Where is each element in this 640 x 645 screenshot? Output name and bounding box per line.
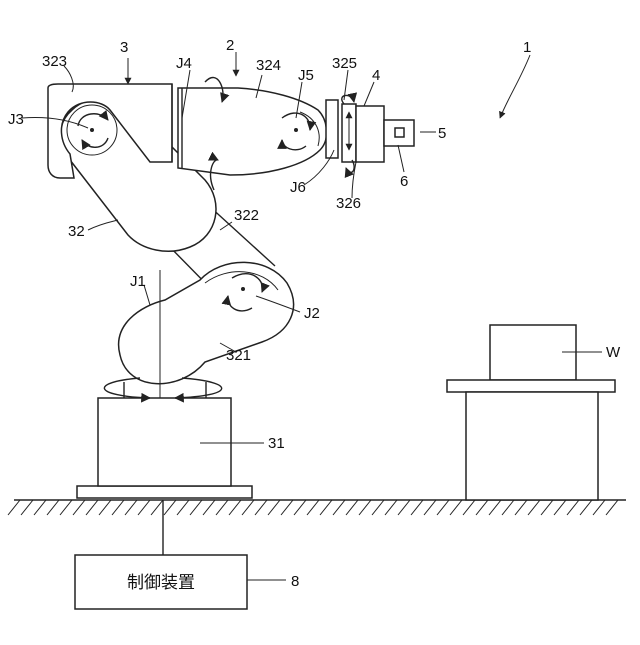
label-4: 4 [372,67,380,84]
label-326: 326 [336,195,361,212]
sensor-6 [395,128,404,137]
base-plate [77,486,252,498]
tool-4 [356,106,384,162]
label-6: 6 [400,173,408,190]
wrist-325 [326,100,414,162]
controller-label: 制御装置 [127,573,195,592]
work-table: W [447,325,621,500]
label-j2: J2 [304,305,320,322]
base-block [98,398,231,486]
label-j4: J4 [176,55,192,72]
label-j6: J6 [290,179,306,196]
table-top [447,380,615,392]
label-8: 8 [291,573,299,590]
arm-324 [178,88,327,175]
label-323: 323 [42,53,67,70]
label-2: 2 [226,37,234,54]
label-32: 32 [68,223,85,240]
label-j3: J3 [8,111,24,128]
floor [8,500,626,515]
label-322: 322 [234,207,259,224]
base: 31 [77,382,285,498]
label-324: 324 [256,57,281,74]
label-j5: J5 [298,67,314,84]
label-31: 31 [268,435,285,452]
label-1: 1 [523,39,531,56]
label-321: 321 [226,347,251,364]
label-5: 5 [438,125,446,142]
controller: 制御装置 8 [75,500,299,609]
table-body [466,392,598,500]
label-3: 3 [120,39,128,56]
label-325: 325 [332,55,357,72]
label-j1: J1 [130,273,146,290]
label-w: W [606,344,621,361]
